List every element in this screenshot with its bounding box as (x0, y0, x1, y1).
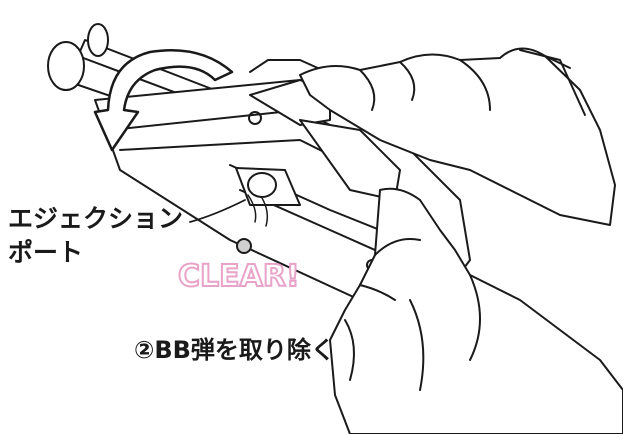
ejection-port-leader-line (189, 199, 246, 223)
upper-hand (299, 47, 616, 226)
lower-hand (329, 187, 623, 434)
curved-rotation-arrow-icon (93, 48, 234, 152)
ejection-port-label-line2: ポート (8, 238, 84, 267)
ejection-port (235, 167, 301, 227)
step-caption: ②BB弾を取り除く (134, 336, 335, 364)
clear-callout: CLEAR! (177, 259, 301, 294)
bb-pellet-icon (236, 238, 252, 254)
ejection-port-label-line1: エジェクション (8, 204, 184, 233)
